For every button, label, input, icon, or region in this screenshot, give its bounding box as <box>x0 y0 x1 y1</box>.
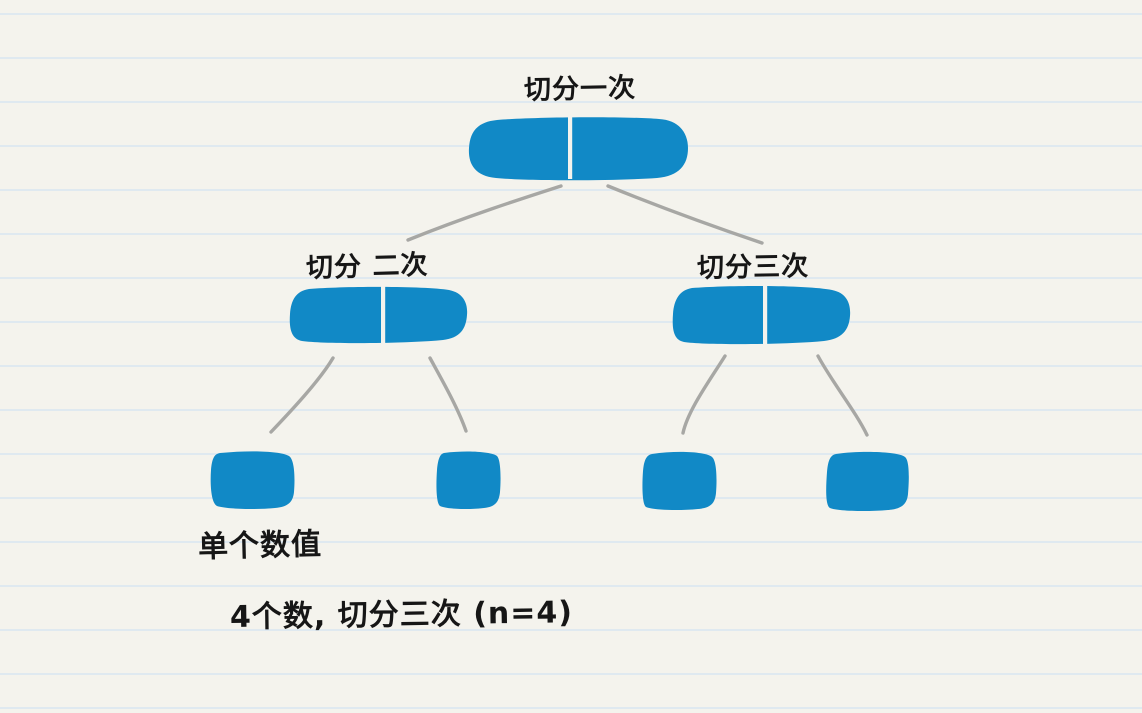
connector-root-to-mid-left <box>406 184 563 242</box>
connector-midright-to-leaf3 <box>681 354 727 435</box>
node-leaf-3[interactable] <box>642 451 717 511</box>
connector-midright-to-leaf4 <box>816 354 869 437</box>
leaf-node-group <box>210 451 909 512</box>
node-mid-right-split-line <box>763 286 768 344</box>
node-leaf-1[interactable] <box>210 451 295 510</box>
node-mid-right-block <box>672 285 851 345</box>
node-root-label: 切分一次 <box>523 72 637 106</box>
node-mid-right[interactable] <box>672 285 851 345</box>
node-leaf-4[interactable] <box>826 451 909 512</box>
node-root-block <box>468 117 688 181</box>
caption-formula: 4个数, 切分三次 (n=4) <box>229 595 574 635</box>
connector-midleft-to-leaf2 <box>428 356 468 433</box>
connector-group-level1 <box>406 184 764 245</box>
node-mid-left[interactable] <box>289 286 468 344</box>
connector-midleft-to-leaf1 <box>269 356 335 434</box>
connector-group-level2-right <box>681 354 869 437</box>
node-root[interactable] <box>468 117 688 181</box>
node-mid-right-label: 切分三次 <box>696 251 810 284</box>
node-leaf-2[interactable] <box>436 451 501 510</box>
connector-group-level2-left <box>269 356 468 434</box>
node-root-split-line <box>568 117 573 179</box>
node-mid-left-label: 切分 二次 <box>305 249 429 284</box>
node-mid-left-split-line <box>381 286 386 344</box>
node-mid-left-block <box>289 286 468 344</box>
connector-root-to-mid-right <box>606 184 764 245</box>
caption-single-value: 单个数值 <box>197 526 323 565</box>
